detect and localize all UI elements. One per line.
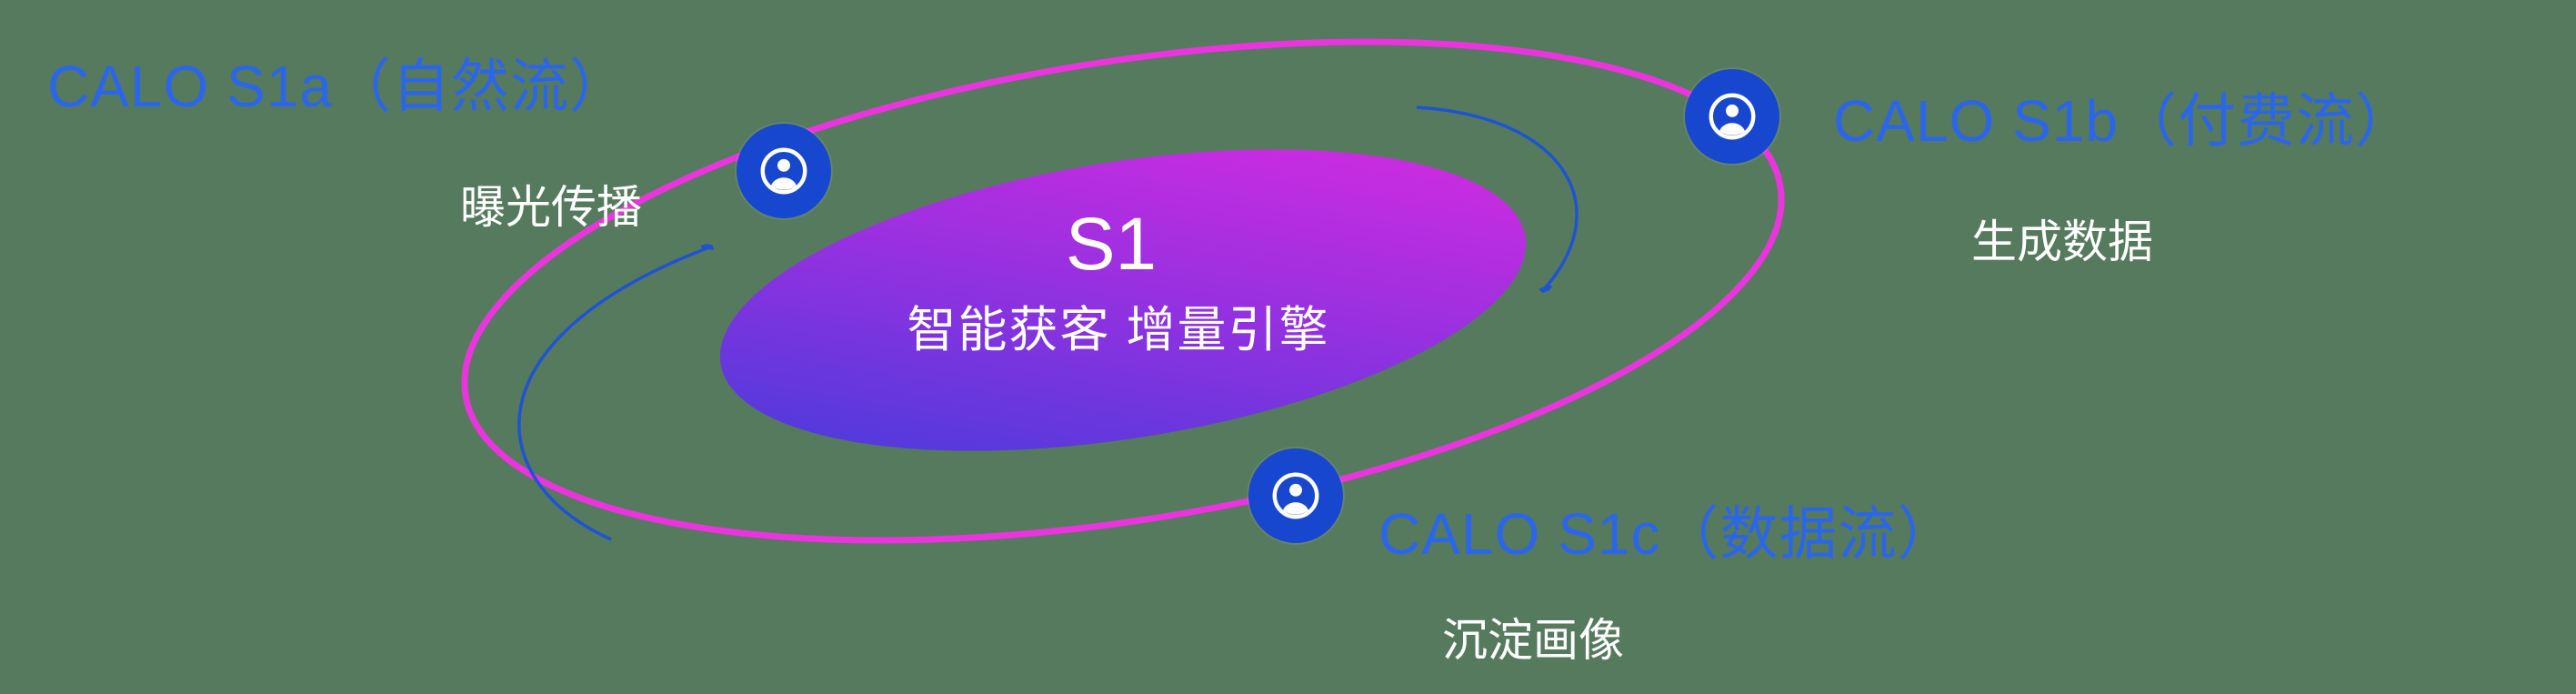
- node-sublabel-s1b: 生成数据: [1971, 216, 2153, 267]
- user-icon: [1272, 472, 1319, 519]
- user-icon: [1709, 93, 1756, 140]
- node-sublabel-s1a: 曝光传播: [460, 182, 642, 233]
- node-label-s1b: CALO S1b（付费流）: [1833, 88, 2414, 154]
- arrow-left: [517, 247, 709, 541]
- user-icon: [760, 147, 807, 195]
- node-label-s1c: CALO S1c（数据流）: [1378, 501, 1957, 567]
- core-subtitle: 智能获客 增量引擎: [907, 303, 1330, 357]
- user-icon: [1248, 448, 1343, 543]
- core-title: S1: [1065, 203, 1158, 286]
- orbit-ellipse: [461, 38, 1785, 544]
- arrow-right: [1416, 106, 1579, 289]
- user-icon: [737, 124, 831, 218]
- core-ellipse: [719, 149, 1527, 451]
- user-icon: [1685, 69, 1779, 164]
- node-label-s1a: CALO S1a（自然流）: [47, 54, 628, 119]
- node-sublabel-s1c: 沉淀画像: [1442, 615, 1624, 666]
